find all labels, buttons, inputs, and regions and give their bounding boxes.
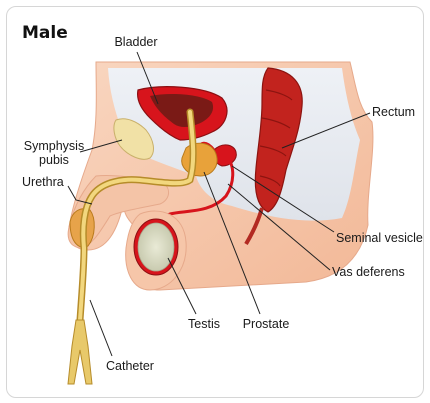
label-symphysis-line2: pubis [39,153,69,167]
diagram-title: Male [22,23,68,43]
testis [138,223,174,271]
label-catheter: Catheter [106,359,154,373]
label-rectum: Rectum [372,105,415,119]
catheter-y-connector [68,320,92,384]
label-seminal-vesicle: Seminal vesicle [336,231,423,245]
label-prostate: Prostate [243,317,290,331]
label-testis: Testis [188,317,220,331]
label-urethra: Urethra [22,175,64,189]
label-symphysis-line1: Symphysis [24,139,84,153]
label-vas-deferens: Vas deferens [332,265,405,279]
label-bladder: Bladder [114,35,157,49]
prostate [182,143,217,176]
catheter-leader [90,300,112,356]
